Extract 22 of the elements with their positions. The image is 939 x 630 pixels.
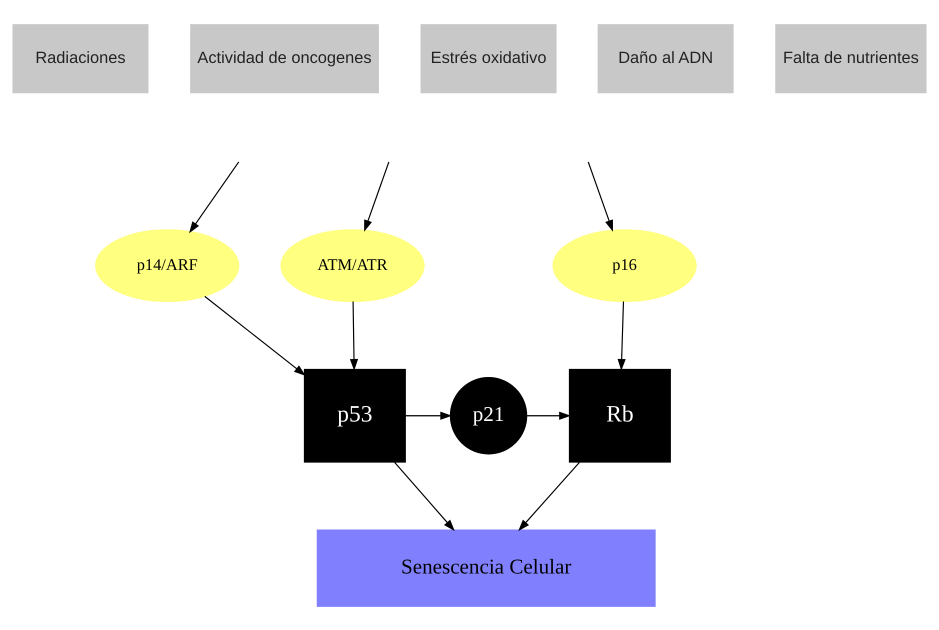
- node-box: Estrés oxidativo: [420, 24, 557, 93]
- arrow: [364, 161, 390, 232]
- node-circle: p21: [450, 376, 528, 454]
- node-ellipse: ATM/ATR: [280, 228, 425, 302]
- arrow: [618, 300, 626, 370]
- arrow: [350, 300, 358, 370]
- node-box: Rb: [568, 368, 671, 462]
- node-box: p53: [304, 368, 406, 462]
- arrow: [394, 461, 455, 531]
- arrow: [406, 411, 452, 420]
- arrow: [527, 411, 571, 420]
- node-box: Falta de nutrientes: [775, 24, 927, 93]
- node-box: Radiaciones: [12, 24, 148, 93]
- node-ellipse: p14/ARF: [95, 228, 240, 302]
- arrow: [588, 161, 613, 232]
- node-box: Senescencia Celular: [316, 529, 656, 606]
- node-box: Actividad de oncogenes: [190, 24, 379, 93]
- arrow: [189, 161, 240, 233]
- arrow: [518, 461, 580, 531]
- node-ellipse: p16: [552, 228, 697, 302]
- node-box: Daño al ADN: [598, 24, 734, 93]
- arrow: [204, 295, 306, 376]
